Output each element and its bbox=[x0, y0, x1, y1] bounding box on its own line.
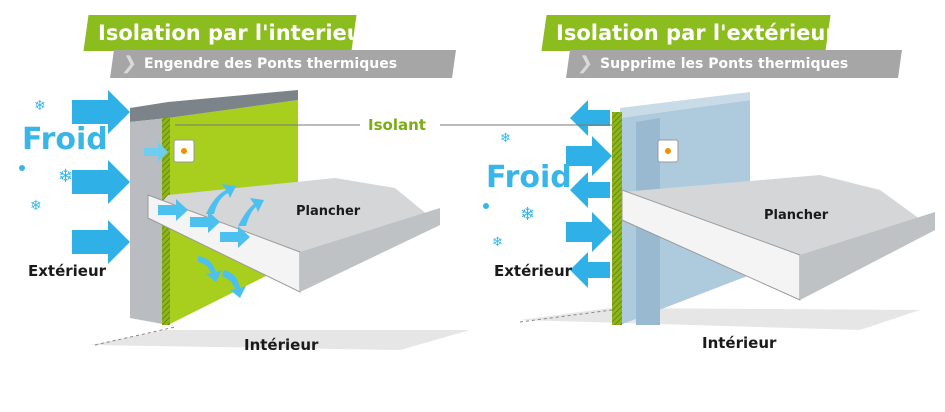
thermostat-icon bbox=[173, 139, 195, 163]
wall-face bbox=[130, 118, 168, 325]
cold-arrows bbox=[72, 90, 168, 264]
wall-top bbox=[130, 90, 298, 122]
snowflakes: ❄ ❄ ❄ bbox=[483, 131, 535, 250]
snowflake-icon: ❄ bbox=[58, 166, 73, 187]
left-interior-label: Intérieur bbox=[244, 336, 319, 354]
arrow-right-icon bbox=[566, 136, 612, 176]
arrow-right-icon bbox=[72, 220, 130, 264]
ground-line bbox=[94, 326, 176, 346]
left-cold-label: Froid bbox=[22, 122, 108, 157]
left-title: Isolation par l'interieur bbox=[98, 21, 373, 45]
arrow-right-icon bbox=[158, 199, 188, 221]
leak-arrows bbox=[158, 184, 264, 298]
left-exterior-label: Extérieur bbox=[28, 262, 107, 280]
left-title-ribbon: Isolation par l'interieur bbox=[83, 15, 372, 51]
right-floor-label: Plancher bbox=[764, 208, 829, 223]
arrow-left-icon bbox=[570, 172, 610, 208]
arrow-left-icon bbox=[570, 252, 610, 288]
wall-top bbox=[620, 92, 750, 118]
snowflake-icon: ❄ bbox=[492, 235, 503, 250]
arrow-right-icon bbox=[72, 160, 130, 204]
right-cold-label: Froid bbox=[486, 160, 572, 195]
arrow-right-icon bbox=[190, 211, 220, 233]
curved-arrow-icon bbox=[238, 198, 264, 226]
snowflake-icon: ❄ bbox=[500, 131, 511, 146]
ground-shadow bbox=[90, 330, 470, 350]
arrow-right-icon bbox=[566, 212, 612, 252]
right-interior-label: Intérieur bbox=[702, 334, 777, 352]
floor-slab-side bbox=[300, 208, 440, 292]
right-title-ribbon: Isolation par l'extérieur bbox=[541, 15, 836, 51]
snow-dot bbox=[483, 203, 489, 209]
floor-slab-side bbox=[800, 212, 935, 300]
left-panel: ❄ ❄ ❄ bbox=[19, 90, 470, 350]
insulation-label: Isolant bbox=[368, 116, 426, 134]
right-exterior-label: Extérieur bbox=[494, 262, 573, 280]
chevron-right-icon: ❯ bbox=[576, 53, 595, 74]
right-title: Isolation par l'extérieur bbox=[556, 21, 836, 45]
left-floor-label: Plancher bbox=[296, 204, 361, 219]
snowflake-icon: ❄ bbox=[30, 198, 42, 214]
right-subtitle: Supprime les Ponts thermiques bbox=[600, 56, 849, 72]
snowflakes: ❄ ❄ ❄ bbox=[19, 98, 73, 214]
snowflake-icon: ❄ bbox=[520, 204, 535, 225]
snowflake-icon: ❄ bbox=[34, 98, 46, 114]
right-panel: ❄ ❄ ❄ bbox=[483, 92, 935, 330]
left-subtitle-ribbon: ❯ Engendre des Ponts thermiques bbox=[110, 50, 456, 78]
floor-slab bbox=[148, 178, 440, 292]
right-subtitle-ribbon: ❯ Supprime les Ponts thermiques bbox=[566, 50, 902, 78]
ground-shadow bbox=[520, 308, 920, 330]
curved-arrow-icon bbox=[222, 270, 246, 298]
arrow-right-icon bbox=[144, 142, 168, 162]
arrow-left-icon bbox=[570, 100, 610, 136]
thermostat-icon bbox=[657, 139, 679, 163]
chevron-right-icon: ❯ bbox=[120, 53, 139, 74]
curved-arrow-icon bbox=[206, 184, 236, 214]
arrow-right-icon bbox=[220, 226, 250, 248]
arrow-right-icon bbox=[72, 90, 130, 134]
curved-arrow-icon bbox=[198, 256, 222, 282]
insulation-hatch bbox=[612, 112, 622, 325]
heat-arrows bbox=[566, 100, 612, 288]
left-subtitle: Engendre des Ponts thermiques bbox=[144, 56, 398, 72]
snow-dot bbox=[19, 165, 25, 171]
